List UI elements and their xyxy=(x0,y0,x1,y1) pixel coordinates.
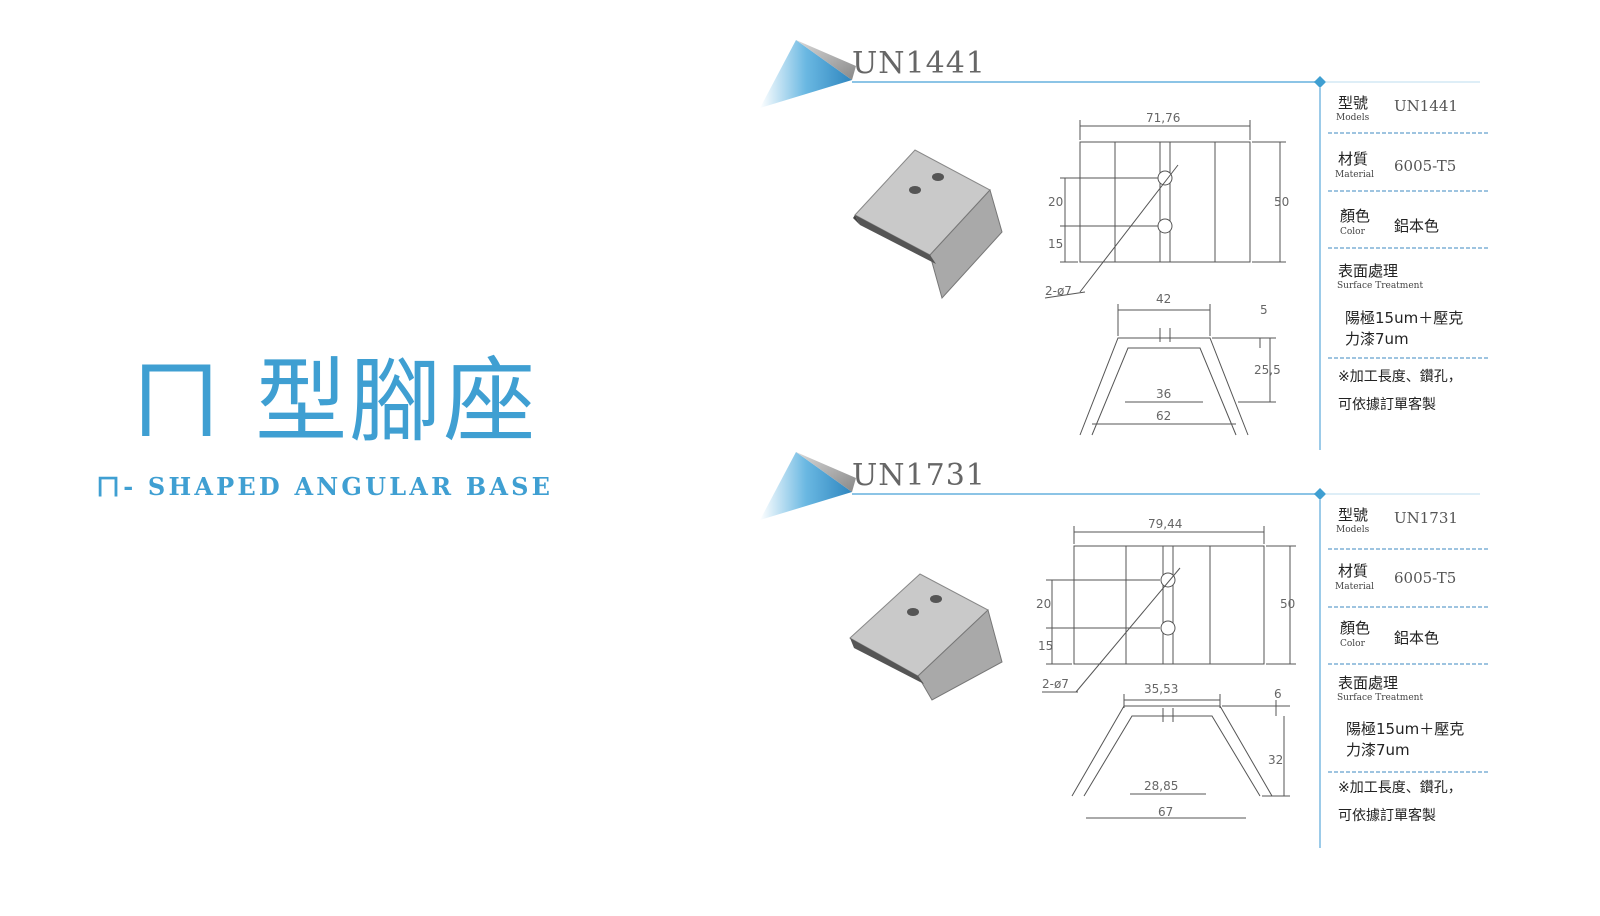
dim-thickness-1: 5 xyxy=(1260,303,1268,317)
spec-surface-value: 陽極15um＋壓克 力漆7um xyxy=(1345,308,1495,350)
model-title-1: UN1441 xyxy=(852,46,986,81)
spec-surface-label-en: Surface Treatment xyxy=(1337,281,1424,291)
dim-outer-bottom-2: 67 xyxy=(1158,805,1173,819)
dim-inner-bottom-1: 36 xyxy=(1156,387,1171,401)
dim-outer-bottom-1: 62 xyxy=(1156,409,1171,423)
part-3d-render-2 xyxy=(849,573,1003,701)
spec-surface-label-cn: 表面處理 xyxy=(1338,262,1399,280)
spec-color-label-cn: 顏色 xyxy=(1340,619,1371,637)
dim-inner-bottom-2: 28,85 xyxy=(1144,779,1178,793)
dim-depth-1: 25,5 xyxy=(1254,363,1281,377)
dim-hole-b-1: 15 xyxy=(1048,237,1063,251)
spec-model-label-cn: 型號 xyxy=(1338,506,1369,524)
spec-note-line-2: 可依據訂單客製 xyxy=(1338,397,1436,413)
spec-surface-value-line-1: 陽極15um＋壓克 xyxy=(1346,720,1465,738)
spec-material-label-cn: 材質 xyxy=(1338,562,1369,580)
model-title-2: UN1731 xyxy=(852,458,986,493)
spec-surface-value: 陽極15um＋壓克 力漆7um xyxy=(1346,719,1496,761)
dim-hole-a-1: 20 xyxy=(1048,195,1063,209)
spec-surface-label-cn: 表面處理 xyxy=(1338,674,1399,692)
spec-surface-label-en: Surface Treatment xyxy=(1337,693,1424,703)
section-view-drawing-1 xyxy=(1079,304,1276,436)
spec-model-label-en: Models xyxy=(1336,525,1370,535)
part-3d-render-1 xyxy=(853,149,1003,300)
dim-height-2: 50 xyxy=(1280,597,1295,611)
dim-thickness-2: 6 xyxy=(1274,687,1282,701)
top-view-drawing-2 xyxy=(1042,526,1296,693)
dim-top-flat-1: 42 xyxy=(1156,292,1171,306)
spec-material-label-cn: 材質 xyxy=(1338,150,1369,168)
spec-color-value: 鋁本色 xyxy=(1394,217,1440,235)
dim-height-1: 50 xyxy=(1274,195,1289,209)
dim-depth-2: 32 xyxy=(1268,753,1283,767)
dim-top-width-1: 71,76 xyxy=(1146,111,1180,125)
spec-material-value: 6005-T5 xyxy=(1394,157,1457,175)
spec-model-value: UN1441 xyxy=(1394,97,1458,115)
spec-surface-value-line-2: 力漆7um xyxy=(1345,330,1409,348)
dim-hole-spec-2: 2-ø7 xyxy=(1042,677,1069,691)
spec-note-line-1: ※加工長度、鑽孔， xyxy=(1338,780,1462,796)
product-card-1: 71,76 50 20 15 2-ø7 42 5 25,5 36 62 UN14… xyxy=(760,40,1500,450)
spec-material-value: 6005-T5 xyxy=(1394,569,1457,587)
dim-top-flat-2: 35,53 xyxy=(1144,682,1178,696)
dim-hole-a-2: 20 xyxy=(1036,597,1051,611)
page-title: ㄇ 型腳座 xyxy=(130,348,538,455)
spec-model-label-cn: 型號 xyxy=(1338,94,1369,112)
spec-note: ※加工長度、鑽孔， 可依據訂單客製 xyxy=(1338,774,1508,830)
spec-model-label-en: Models xyxy=(1336,113,1370,123)
spec-material-label-en: Material xyxy=(1335,582,1374,592)
spec-surface-value-line-2: 力漆7um xyxy=(1346,741,1410,759)
spec-note-line-2: 可依據訂單客製 xyxy=(1338,808,1436,824)
dim-hole-b-2: 15 xyxy=(1038,639,1053,653)
spec-color-label-en: Color xyxy=(1340,227,1365,237)
product-frame-1: 71,76 50 20 15 2-ø7 42 5 25,5 36 62 xyxy=(760,40,1490,450)
spec-note-line-1: ※加工長度、鑽孔， xyxy=(1338,369,1462,385)
spec-note: ※加工長度、鑽孔， 可依據訂單客製 xyxy=(1338,363,1508,419)
product-frame-2: 79,44 50 20 15 2-ø7 35,53 6 32 28,85 67 xyxy=(760,452,1490,848)
spec-surface-value-line-1: 陽極15um＋壓克 xyxy=(1345,309,1464,327)
spec-material-label-en: Material xyxy=(1335,170,1374,180)
section-view-drawing-2 xyxy=(1071,694,1290,819)
page-subtitle: ㄇ- SHAPED ANGULAR BASE xyxy=(96,472,554,501)
dim-hole-spec-1: 2-ø7 xyxy=(1045,284,1072,298)
spec-model-value: UN1731 xyxy=(1394,509,1458,527)
spec-color-label-cn: 顏色 xyxy=(1340,207,1371,225)
spec-color-value: 鋁本色 xyxy=(1394,629,1440,647)
spec-color-label-en: Color xyxy=(1340,639,1365,649)
top-view-drawing-1 xyxy=(1044,120,1286,299)
dim-top-width-2: 79,44 xyxy=(1148,517,1182,531)
product-card-2: 79,44 50 20 15 2-ø7 35,53 6 32 28,85 67 … xyxy=(760,452,1500,862)
